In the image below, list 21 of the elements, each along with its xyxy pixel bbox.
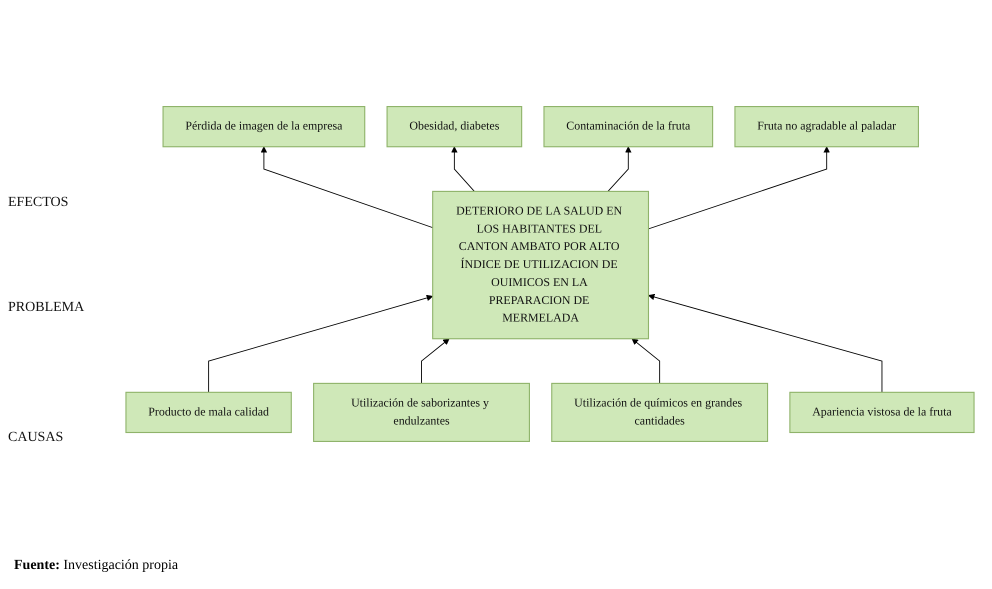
arrow: [451, 146, 475, 192]
node-box: Obesidad, diabetes: [386, 106, 522, 148]
node-box: Producto de mala calidad: [125, 392, 292, 434]
node-box: Contaminación de la fruta: [543, 106, 714, 148]
node-box: DETERIORO DE LA SALUD EN LOS HABITANTES DEL CANTON AMBATO POR ALTO ÍNDICE DE UTILIZACION DE OUIMICOS EN LA PREPARACION DE MERMELADA: [432, 190, 650, 340]
row-label: PROBLEMA: [8, 300, 84, 316]
arrow: [421, 338, 450, 384]
node-box: Utilización de saborizantes y endulzantes: [313, 382, 530, 442]
node-box: Pérdida de imagen de la empresa: [162, 106, 366, 148]
arrow: [260, 146, 434, 228]
source-caption: Fuente: Investigación propia: [14, 558, 178, 574]
row-label: CAUSAS: [8, 430, 64, 446]
arrow: [208, 294, 433, 393]
node-box: Fruta no agradable al paladar: [734, 106, 919, 148]
row-label: EFECTOS: [8, 195, 68, 211]
node-box: Apariencia vistosa de la fruta: [789, 392, 975, 434]
arrow: [648, 146, 830, 230]
arrow: [607, 146, 632, 192]
arrow: [632, 338, 660, 384]
node-box: Utilización de químicos en grandes cantidades: [551, 382, 768, 442]
arrow: [648, 294, 882, 393]
